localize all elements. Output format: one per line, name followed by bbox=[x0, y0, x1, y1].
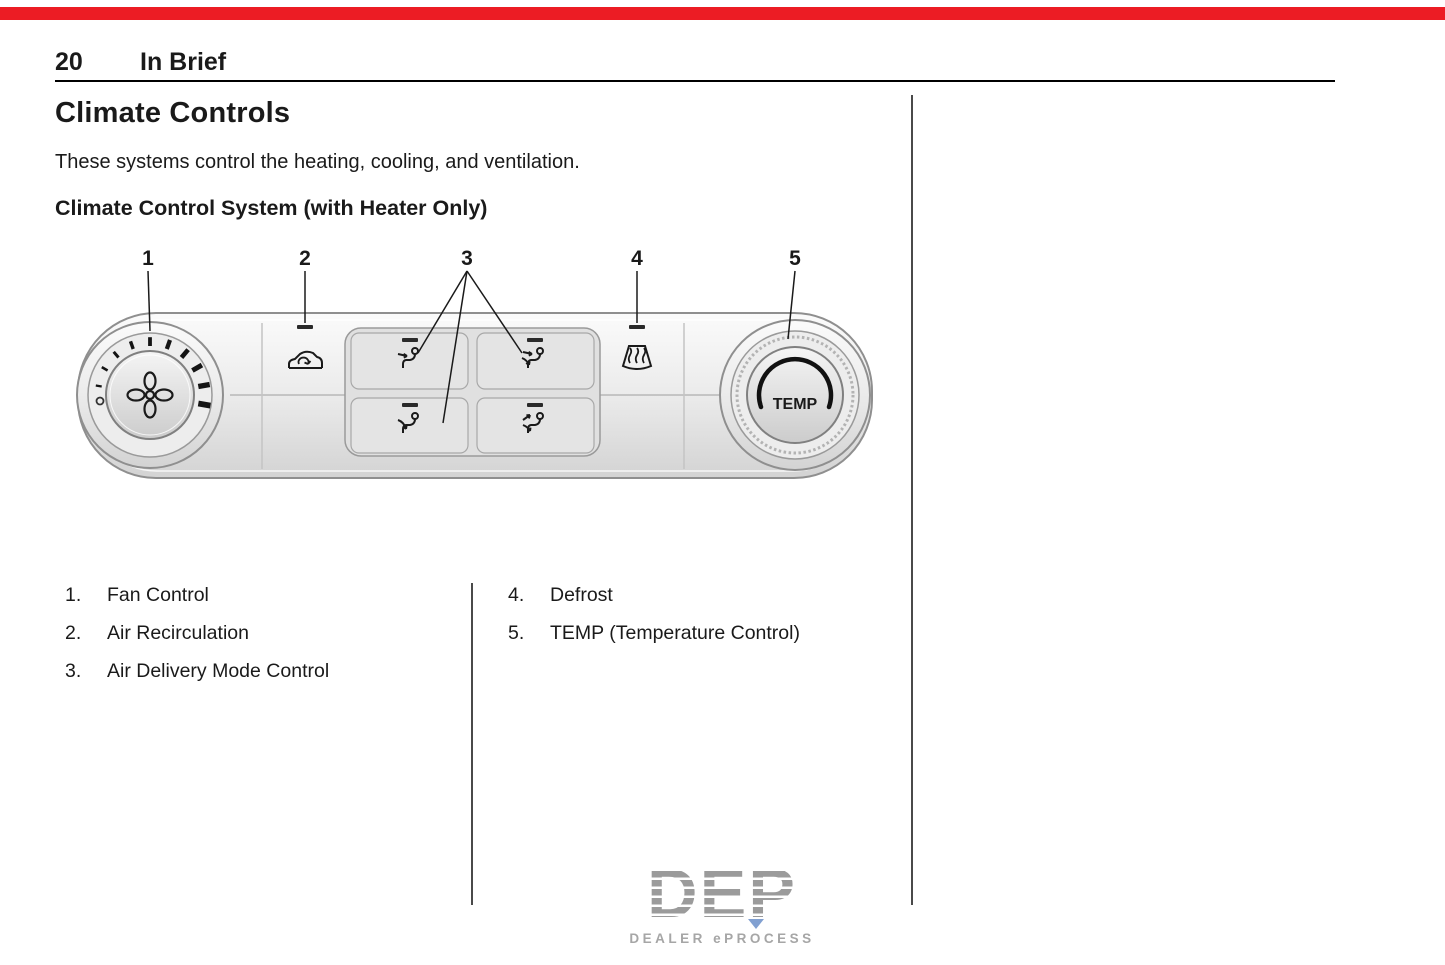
legend-item-label: Fan Control bbox=[107, 584, 209, 606]
column-divider-line bbox=[471, 583, 473, 905]
vent-bilevel-icon bbox=[521, 347, 544, 368]
legend-item-defrost: 4. Defrost bbox=[508, 585, 908, 605]
legend-item-number: 5. bbox=[508, 622, 525, 644]
subsection-title: Climate Control System (with Heater Only… bbox=[55, 196, 488, 220]
header-rule bbox=[55, 80, 1335, 82]
defrost-icon bbox=[621, 345, 653, 370]
legend-item-number: 1. bbox=[65, 584, 82, 606]
climate-panel-diagram: TEMP bbox=[70, 243, 880, 505]
legend-item-number: 2. bbox=[65, 622, 82, 644]
recirculation-icon bbox=[288, 350, 323, 369]
defrost-indicator-dash bbox=[629, 325, 645, 329]
legend-item-temp: 5. TEMP (Temperature Control) bbox=[508, 623, 908, 643]
legend-item-fan-control: 1. Fan Control bbox=[65, 585, 465, 605]
callout-numbers: 1 2 3 4 5 bbox=[142, 247, 801, 270]
fan-control-knob bbox=[76, 321, 224, 469]
legend-left-column: 1. Fan Control 2. Air Recirculation 3. A… bbox=[65, 585, 465, 699]
temperature-knob: TEMP bbox=[719, 319, 871, 471]
vent-floor-icon bbox=[397, 412, 419, 433]
recirc-indicator-dash bbox=[297, 325, 313, 329]
mode-indicator-dashes bbox=[402, 338, 543, 407]
dealer-eprocess-logo: DEP DEALER ePROCESS bbox=[620, 853, 825, 953]
logo-blue-accent bbox=[748, 919, 764, 929]
legend-item-number: 4. bbox=[508, 584, 525, 606]
legend-right-column: 4. Defrost 5. TEMP (Temperature Control) bbox=[508, 585, 908, 661]
fan-off-mark bbox=[95, 396, 105, 406]
legend-item-number: 3. bbox=[65, 660, 82, 682]
page-title: Climate Controls bbox=[55, 97, 291, 129]
right-column-divider-line bbox=[911, 95, 913, 905]
callout-leader-lines bbox=[147, 270, 796, 424]
top-red-bar bbox=[0, 7, 1445, 20]
defrost-button bbox=[621, 325, 653, 370]
callout-2: 2 bbox=[299, 247, 311, 270]
callout-4: 4 bbox=[631, 247, 643, 270]
climate-panel-svg: TEMP bbox=[76, 247, 873, 479]
vent-face-icon bbox=[397, 347, 419, 368]
intro-text: These systems control the heating, cooli… bbox=[55, 151, 580, 173]
legend-item-label: Air Recirculation bbox=[107, 622, 249, 644]
vent-floor-defog-icon bbox=[522, 412, 544, 433]
callout-5: 5 bbox=[789, 247, 801, 270]
air-recirculation-button bbox=[288, 325, 323, 369]
legend-item-label: Defrost bbox=[550, 584, 613, 606]
legend-item-label: TEMP (Temperature Control) bbox=[550, 622, 800, 644]
logo-subtext: DEALER ePROCESS bbox=[629, 931, 814, 946]
section-title: In Brief bbox=[140, 48, 227, 76]
legend-item-label: Air Delivery Mode Control bbox=[107, 660, 330, 682]
logo-svg: DEP DEALER ePROCESS bbox=[629, 854, 814, 946]
air-delivery-mode-cluster bbox=[344, 327, 601, 457]
logo-text: DEP bbox=[647, 854, 797, 932]
fan-icon bbox=[126, 371, 174, 419]
legend-item-air-delivery-mode: 3. Air Delivery Mode Control bbox=[65, 661, 465, 681]
page-number: 20 bbox=[55, 48, 83, 76]
temp-arc bbox=[756, 356, 834, 410]
fan-speed-ticks bbox=[95, 337, 211, 409]
callout-1: 1 bbox=[142, 247, 154, 270]
temp-knob-label: TEMP bbox=[773, 396, 818, 413]
legend-item-air-recirculation: 2. Air Recirculation bbox=[65, 623, 465, 643]
callout-3: 3 bbox=[461, 247, 473, 270]
